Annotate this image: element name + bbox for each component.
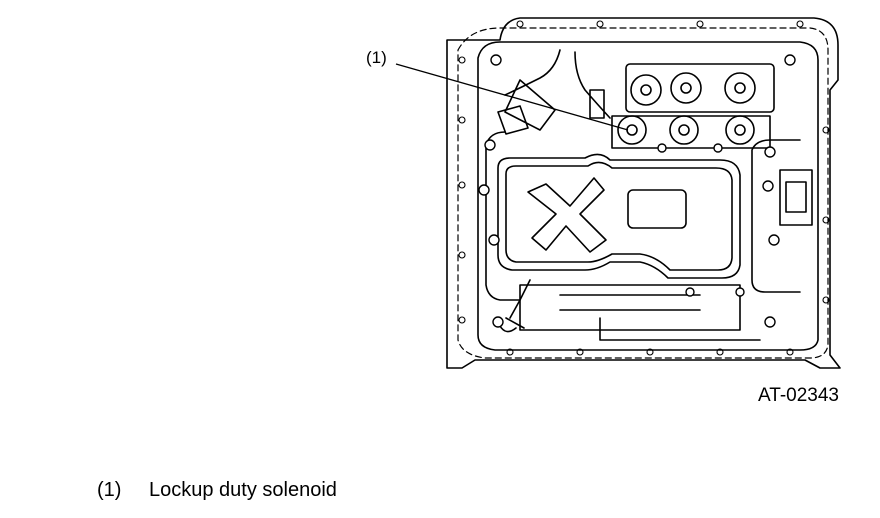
flange-hole bbox=[458, 116, 466, 124]
flange-hole bbox=[458, 316, 466, 324]
bolt bbox=[490, 54, 502, 66]
bolt bbox=[784, 54, 796, 66]
solenoid bbox=[670, 72, 702, 104]
solenoid-core bbox=[678, 124, 690, 136]
bolt bbox=[484, 139, 496, 151]
inner-body-outline bbox=[477, 41, 819, 351]
x-recess bbox=[527, 177, 607, 253]
center-plate-inner bbox=[505, 161, 733, 271]
flange-hole bbox=[516, 20, 524, 28]
bolt bbox=[488, 234, 500, 246]
solenoid-bracket bbox=[625, 63, 775, 113]
bolt bbox=[768, 234, 780, 246]
valve-body-diagram bbox=[395, 17, 841, 369]
bolt bbox=[657, 143, 667, 153]
bolt bbox=[764, 316, 776, 328]
rect-pad bbox=[627, 189, 687, 229]
lower-lever bbox=[499, 279, 531, 333]
solenoid-core bbox=[640, 84, 652, 96]
callout-label: (1) bbox=[366, 48, 387, 67]
solenoid-core bbox=[734, 124, 746, 136]
flange-hole bbox=[696, 20, 704, 28]
flange-hole bbox=[458, 56, 466, 64]
flange-hole bbox=[822, 296, 830, 304]
connector bbox=[497, 105, 529, 135]
bolt bbox=[713, 143, 723, 153]
flange-hole bbox=[822, 126, 830, 134]
bolt bbox=[685, 287, 695, 297]
flange-hole bbox=[646, 348, 654, 356]
lower-detail bbox=[519, 284, 761, 341]
flange-hole bbox=[458, 181, 466, 189]
flange-hole bbox=[822, 216, 830, 224]
bolt bbox=[762, 180, 774, 192]
side-detail bbox=[779, 169, 813, 226]
bolt bbox=[764, 146, 776, 158]
flange-hole bbox=[796, 20, 804, 28]
solenoid bbox=[724, 72, 756, 104]
solenoid-core bbox=[626, 124, 638, 136]
legend-item: (1) Lockup duty solenoid bbox=[97, 478, 337, 502]
bolt bbox=[735, 287, 745, 297]
body-contour bbox=[485, 131, 801, 301]
flange-hole bbox=[576, 348, 584, 356]
flange-hole bbox=[596, 20, 604, 28]
lockup-duty-solenoid bbox=[617, 115, 647, 145]
center-plate bbox=[497, 153, 741, 279]
bolt bbox=[478, 184, 490, 196]
solenoid-core bbox=[680, 82, 692, 94]
bolt bbox=[492, 316, 504, 328]
gasket-flange bbox=[457, 27, 829, 359]
solenoid bbox=[725, 115, 755, 145]
callout-leader-line bbox=[395, 63, 629, 131]
legend-number: (1) bbox=[97, 479, 122, 501]
flange-hole bbox=[786, 348, 794, 356]
housing-outline bbox=[446, 17, 841, 369]
solenoid-core bbox=[734, 82, 746, 94]
flange-hole bbox=[716, 348, 724, 356]
wiring-harness bbox=[504, 49, 611, 131]
solenoid bbox=[669, 115, 699, 145]
figure-id: AT-02343 bbox=[758, 385, 839, 406]
flange-hole bbox=[458, 251, 466, 259]
flange-hole bbox=[506, 348, 514, 356]
legend-label: Lockup duty solenoid bbox=[149, 479, 337, 501]
solenoid bbox=[630, 74, 662, 106]
